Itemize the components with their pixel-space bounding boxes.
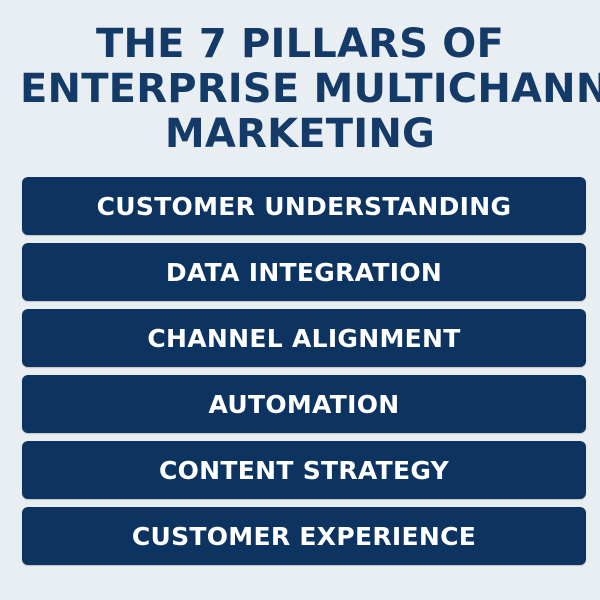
pillar-label: CHANNEL ALIGNMENT [147,323,461,353]
page-title: THE 7 PILLARS OF ENTERPRISE MULTICHANNEL… [0,22,600,157]
pillar-data-integration: DATA INTEGRATION [22,243,586,301]
pillar-customer-understanding: CUSTOMER UNDERSTANDING [22,177,586,235]
pillar-automation: AUTOMATION [22,375,586,433]
pillar-channel-alignment: CHANNEL ALIGNMENT [22,309,586,367]
pillar-content-strategy: CONTENT STRATEGY [22,441,586,499]
pillar-label: AUTOMATION [208,389,400,419]
title-line-3: MARKETING [164,111,436,157]
pillar-customer-experience: CUSTOMER EXPERIENCE [22,507,586,565]
pillar-label: CONTENT STRATEGY [158,455,450,485]
pillar-label: DATA INTEGRATION [165,257,443,287]
title-line-1: THE 7 PILLARS OF [96,22,504,67]
pillar-label: CUSTOMER EXPERIENCE [131,521,477,551]
title-line-2: ENTERPRISE MULTICHANNEL [20,67,600,112]
pillar-label: CUSTOMER UNDERSTANDING [96,191,512,221]
pillars-list: CUSTOMER UNDERSTANDING DATA INTEGRATION … [22,177,586,573]
